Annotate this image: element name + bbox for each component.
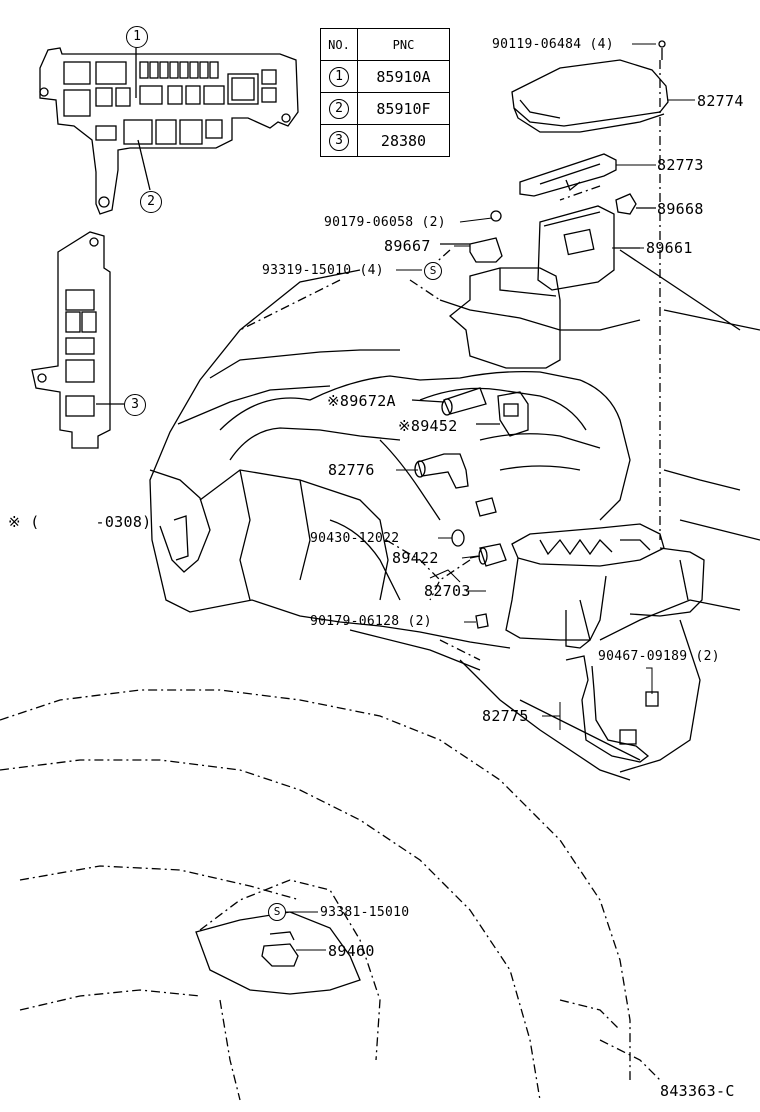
- part-label-82776: 82776: [328, 461, 375, 479]
- part-label-90179-06128: 90179-06128 (2): [310, 614, 432, 629]
- pnc-table: NO. PNC 1 85910A 2 85910F 3 28380: [320, 28, 450, 157]
- part-label-90467-09189: 90467-09189 (2): [598, 649, 720, 664]
- part-label-82775: 82775: [482, 707, 529, 725]
- part-label-93381-15010: 93381-15010: [320, 905, 410, 920]
- pnc-row-value: 85910F: [357, 92, 450, 125]
- pnc-table-row: 2 85910F: [320, 92, 450, 125]
- pnc-row-value: 28380: [357, 124, 450, 157]
- sensor-89452: [476, 391, 529, 437]
- callout-3: 3: [124, 394, 146, 416]
- vehicle-outline: [149, 249, 760, 781]
- pnc-table-header-no: NO.: [320, 28, 358, 61]
- part-label-93319-15010: 93319-15010 (4): [262, 263, 384, 278]
- part-label-90179-06058: 90179-06058 (2): [324, 215, 446, 230]
- relay-block-3: [31, 231, 124, 449]
- bracket-89667: [440, 210, 503, 263]
- part-label-90119-06484: 90119-06484 (4): [492, 37, 614, 52]
- part-label-89667: 89667: [384, 237, 431, 255]
- part-label-82773: 82773: [657, 156, 704, 174]
- part-label-90430-12022: 90430-12022: [310, 531, 400, 546]
- callout-1: 1: [126, 26, 148, 48]
- pnc-row-number: 3: [329, 131, 349, 151]
- leader-lines: [282, 43, 695, 951]
- pnc-table-row: 3 28380: [320, 124, 450, 157]
- part-label-89422: 89422: [392, 549, 439, 567]
- bracket-82773: [519, 153, 617, 197]
- pnc-row-number: 1: [329, 67, 349, 87]
- pnc-row-number: 2: [329, 99, 349, 119]
- pnc-table-row: 1 85910A: [320, 60, 450, 93]
- sensor-89672a: [411, 387, 487, 416]
- part-label-89460: 89460: [328, 942, 375, 960]
- ecu-cover: [511, 40, 669, 133]
- note-date-range: ※ ( -0308): [8, 513, 152, 531]
- part-label-89672a: ※89672A: [327, 392, 396, 410]
- part-label-82774: 82774: [697, 92, 744, 110]
- clip-89668: [615, 193, 656, 215]
- s-mark-badge: S: [268, 903, 286, 921]
- part-label-89661: 89661: [646, 239, 693, 257]
- sensor-89422: [469, 543, 507, 567]
- pnc-row-value: 85910A: [357, 60, 450, 93]
- hose-82776: [414, 453, 469, 489]
- part-label-89452: ※89452: [398, 417, 458, 435]
- pnc-table-header-pnc: PNC: [357, 28, 450, 61]
- relay-block-1: [39, 47, 299, 215]
- hood-dashed-outlines: [0, 60, 661, 1101]
- nut-90179: [475, 613, 489, 629]
- s-mark-badge: S: [424, 262, 442, 280]
- part-label-89668: 89668: [657, 200, 704, 218]
- washer-90430: [451, 497, 497, 547]
- part-label-82703: 82703: [424, 582, 471, 600]
- callout-2: 2: [140, 191, 162, 213]
- figure-number: 843363-C: [660, 1082, 735, 1100]
